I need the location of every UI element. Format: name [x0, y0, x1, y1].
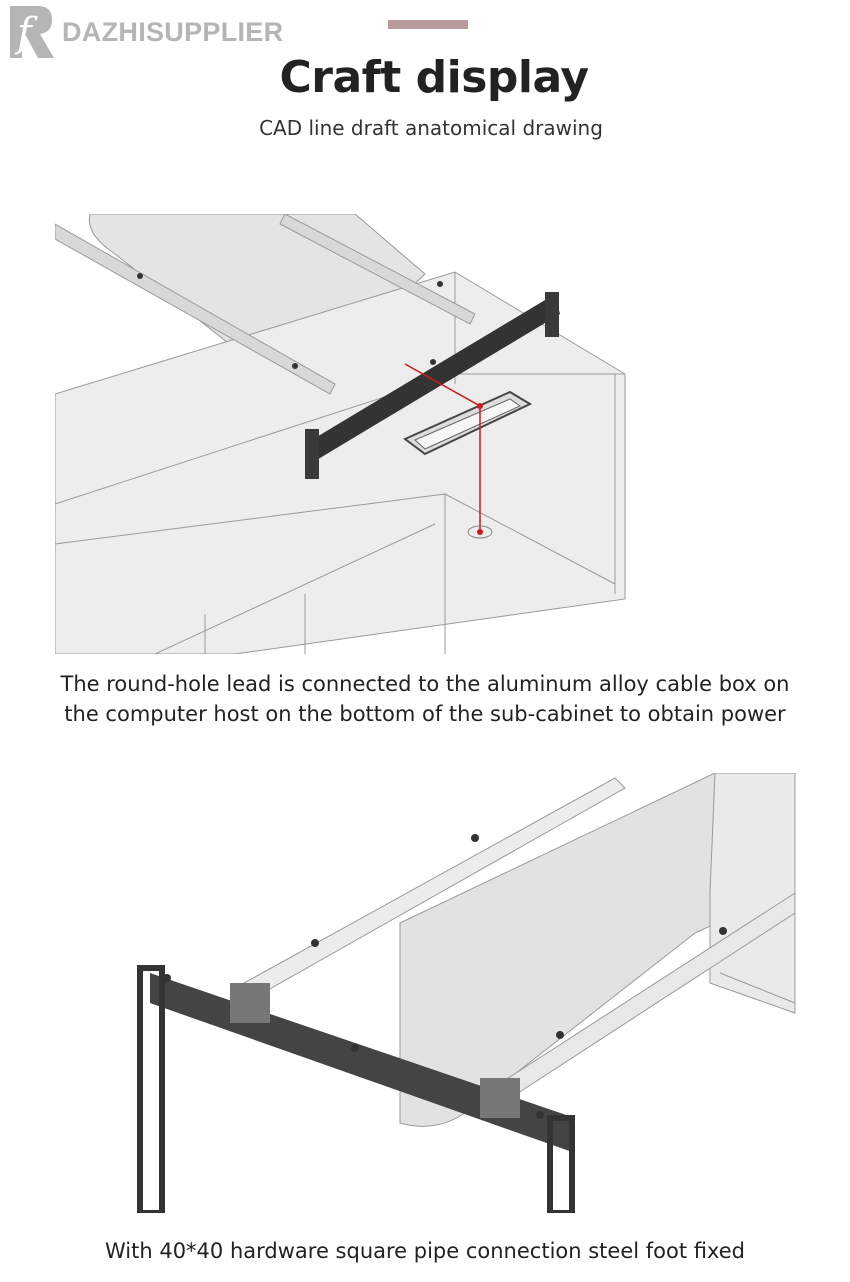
caption-2-line-1: With 40*40 hardware square pipe connecti…: [104, 1239, 746, 1263]
accent-bar: [388, 20, 468, 29]
caption-1-line-1: The round-hole lead is connected to the …: [60, 672, 790, 696]
page-title: Craft display: [279, 52, 589, 103]
brand-logo: f DAZHISUPPLIER: [8, 6, 283, 58]
caption-1: The round-hole lead is connected to the …: [0, 669, 850, 729]
brand-name: DAZHISUPPLIER: [62, 16, 284, 47]
page-subtitle: CAD line draft anatomical drawing: [259, 116, 603, 140]
caption-1-line-2: the computer host on the bottom of the s…: [64, 702, 786, 726]
cabinet-cable-box-drawing: [55, 214, 626, 654]
steel-foot-connection-drawing: [137, 773, 796, 1213]
caption-2: With 40*40 hardware square pipe connecti…: [0, 1236, 850, 1266]
brand-logo-mark: f: [10, 6, 54, 58]
